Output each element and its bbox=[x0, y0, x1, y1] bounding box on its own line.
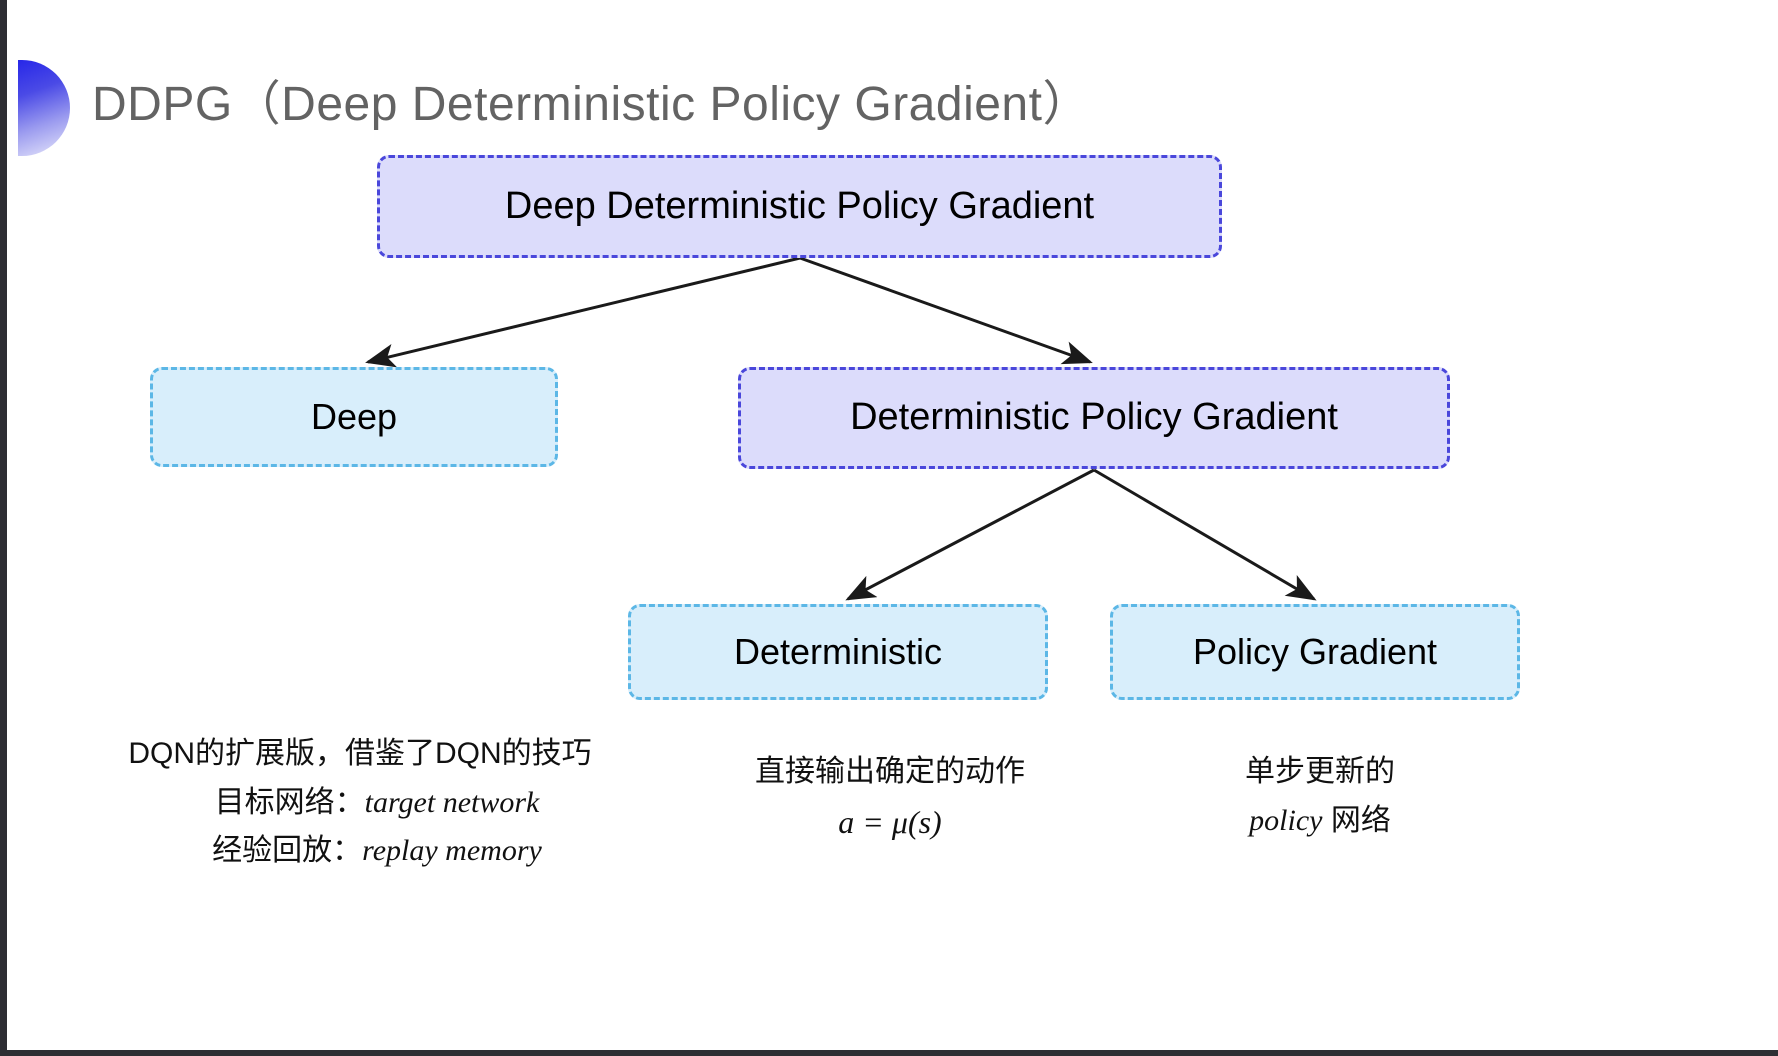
caption-deterministic-line1: 直接输出确定的动作 bbox=[755, 755, 1025, 788]
node-deterministic-policy-gradient[interactable]: Deterministic Policy Gradient bbox=[738, 367, 1450, 469]
node-label: Deep Deterministic Policy Gradient bbox=[504, 184, 1095, 227]
caption-deterministic: 直接输出确定的动作 a = μ(s) bbox=[660, 748, 1120, 848]
caption-deep: DQN的扩展版，借鉴了DQN的技巧 目标网络：target network 经验… bbox=[60, 730, 660, 876]
edge-root-dpg bbox=[799, 256, 1093, 365]
node-deterministic[interactable]: Deterministic bbox=[628, 604, 1048, 700]
edge-root-deep bbox=[365, 256, 801, 368]
caption-policy-gradient-suffix: 网络 bbox=[1322, 803, 1391, 837]
node-label: Policy Gradient bbox=[1192, 631, 1438, 673]
caption-deep-line3: 经验回放：replay memory bbox=[60, 827, 660, 876]
edge-dpg-deterministic bbox=[845, 468, 1095, 601]
caption-policy-gradient: 单步更新的 policy 网络 bbox=[1140, 748, 1500, 845]
node-deep-deterministic-policy-gradient[interactable]: Deep Deterministic Policy Gradient bbox=[377, 155, 1222, 258]
node-label: Deep bbox=[310, 396, 398, 438]
edge-dpg-policy-gradient bbox=[1093, 468, 1317, 601]
caption-deep-line3-label: 经验回放： bbox=[212, 834, 363, 868]
caption-policy-gradient-term: policy bbox=[1249, 803, 1323, 837]
caption-deep-line2-label: 目标网络： bbox=[214, 785, 365, 819]
caption-deep-line2: 目标网络：target network bbox=[60, 779, 660, 828]
node-label: Deterministic Policy Gradient bbox=[850, 396, 1338, 439]
caption-deterministic-formula: a = μ(s) bbox=[838, 803, 942, 840]
caption-policy-gradient-line1: 单步更新的 bbox=[1245, 755, 1395, 788]
slide-bottom-edge bbox=[0, 1050, 1778, 1056]
caption-policy-gradient-line2: policy 网络 bbox=[1140, 797, 1500, 846]
half-circle-gradient-icon bbox=[18, 60, 70, 156]
slide-left-edge bbox=[0, 0, 7, 1056]
node-label: Deterministic bbox=[733, 631, 943, 673]
page-title: DDPG（Deep Deterministic Policy Gradient） bbox=[92, 78, 1091, 131]
node-deep[interactable]: Deep bbox=[150, 367, 558, 467]
caption-deep-line3-term: replay memory bbox=[362, 834, 542, 868]
caption-deep-line2-term: target network bbox=[364, 785, 540, 819]
node-policy-gradient[interactable]: Policy Gradient bbox=[1110, 604, 1520, 700]
caption-deep-line1: DQN的扩展版，借鉴了DQN的技巧 bbox=[128, 737, 592, 770]
